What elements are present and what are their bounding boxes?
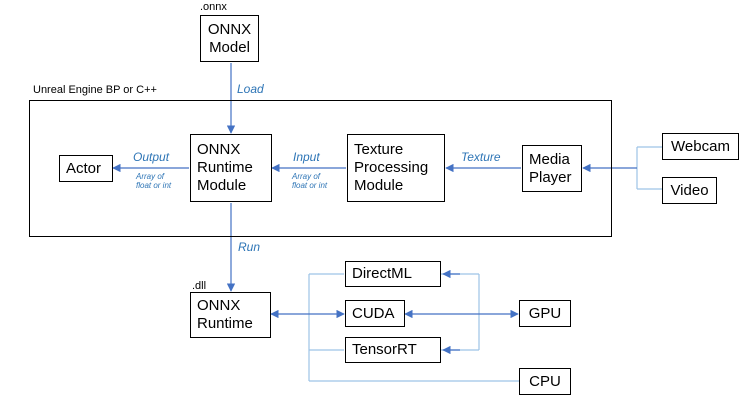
cuda-node: CUDA <box>345 300 405 327</box>
input-edge-label: Input <box>293 150 320 164</box>
onnx-model-node: ONNX Model <box>200 15 259 62</box>
gpu-label: GPU <box>528 304 562 322</box>
webcam-label: Webcam <box>671 137 730 155</box>
media-player-label: Media Player <box>529 150 572 186</box>
load-edge-label: Load <box>237 82 264 96</box>
output-edge-label: Output <box>133 150 170 164</box>
tensorrt-node: TensorRT <box>345 337 441 363</box>
onnx-file-tag: .onnx <box>200 1 227 13</box>
cpu-node: CPU <box>519 368 571 395</box>
texture-processing-module-label: Texture Processing Module <box>354 141 429 194</box>
actor-label: Actor <box>66 159 102 177</box>
texture-edge-label: Texture <box>461 150 501 164</box>
video-node: Video <box>662 177 717 204</box>
directml-label: DirectML <box>352 265 413 282</box>
webcam-node: Webcam <box>662 133 739 160</box>
input-type-note: Array of float or int <box>292 172 328 190</box>
media-player-node: Media Player <box>522 145 582 192</box>
onnx-runtime-label: ONNX Runtime <box>197 297 253 332</box>
onnx-runtime-module-label: ONNX Runtime Module <box>197 141 253 194</box>
cpu-label: CPU <box>529 372 561 390</box>
run-edge-label: Run <box>238 240 261 254</box>
texture-processing-module-node: Texture Processing Module <box>347 134 445 202</box>
video-label: Video <box>670 181 709 199</box>
output-type-note: Array of float or int <box>136 172 172 190</box>
gpu-node: GPU <box>519 300 571 327</box>
onnx-model-label: ONNX Model <box>207 20 252 56</box>
dll-file-tag: .dll <box>192 280 207 292</box>
onnx-runtime-node: ONNX Runtime <box>190 292 271 338</box>
tensorrt-label: TensorRT <box>352 341 417 358</box>
onnx-runtime-module-node: ONNX Runtime Module <box>190 134 272 202</box>
directml-node: DirectML <box>345 261 441 287</box>
actor-node: Actor <box>59 155 113 182</box>
container-label: Unreal Engine BP or C++ <box>33 84 157 96</box>
cuda-label: CUDA <box>352 304 395 322</box>
unreal-engine-container <box>29 100 612 237</box>
